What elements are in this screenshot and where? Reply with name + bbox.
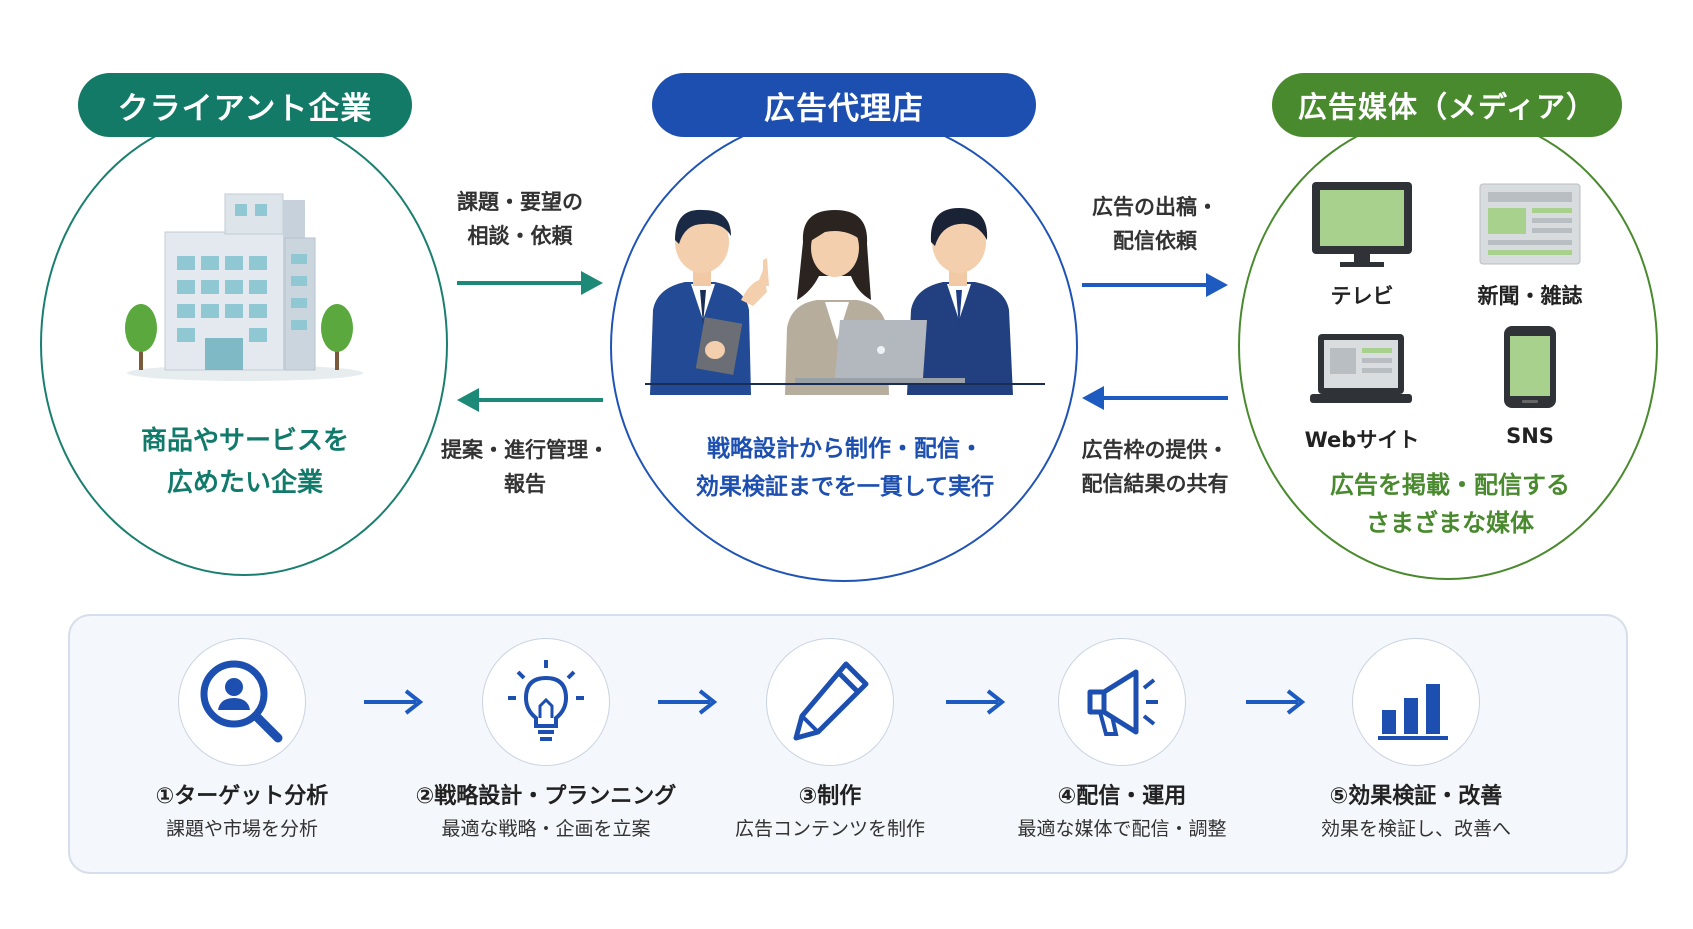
agency-title-pill: 広告代理店 [652, 73, 1036, 137]
agency-desc: 戦略設計から制作・配信・ 効果検証までを一貫して実行 [640, 430, 1050, 506]
step-arrow-3 [946, 689, 1006, 715]
flow-label-client-to-agency: 課題・要望の 相談・依頼 [430, 185, 610, 253]
client-desc: 商品やサービスを 広めたい企業 [90, 420, 400, 504]
client-desc-line2: 広めたい企業 [166, 468, 323, 498]
lightbulb-icon [508, 660, 584, 741]
client-title-pill: クライアント企業 [78, 73, 412, 137]
arrow-left-teal [457, 388, 603, 412]
megaphone-icon [1087, 669, 1158, 736]
client-desc-line1: 商品やサービスを [140, 426, 349, 456]
flow-client-to-agency-line1: 課題・要望の [457, 190, 583, 214]
agency-desc-line2: 効果検証までを一貫して実行 [695, 474, 995, 500]
arrow-right-blue [1082, 273, 1228, 297]
step-2-desc: 最適な戦略・企画を立案 [441, 818, 651, 840]
media-title-pill: 広告媒体（メディア） [1272, 73, 1622, 137]
flow-label-agency-to-media: 広告の出稿・ 配信依頼 [1070, 190, 1240, 258]
flow-agency-to-client-line2: 報告 [504, 472, 546, 496]
step-3-title: ③制作 [798, 784, 862, 809]
media-desc-line2: さまざまな媒体 [1366, 509, 1534, 537]
step-3-circle [766, 638, 894, 766]
agency-title: 広告代理店 [764, 90, 924, 127]
step-arrow-1 [364, 689, 424, 715]
arrow-left-blue [1082, 386, 1228, 410]
media-label-tv: テレビ [1330, 284, 1394, 308]
flow-label-agency-to-client: 提案・進行管理・ 報告 [430, 433, 620, 501]
step-3-desc: 広告コンテンツを制作 [734, 818, 925, 840]
step-arrow-4 [1246, 689, 1306, 715]
media-desc-line1: 広告を掲載・配信する [1330, 471, 1570, 499]
agency-desc-line1: 戦略設計から制作・配信・ [707, 436, 983, 462]
newspaper-icon [1479, 183, 1581, 265]
arrow-right-teal [457, 271, 603, 295]
media-label-website: Webサイト [1304, 428, 1420, 452]
pencil-icon [793, 661, 869, 741]
step-1-title: ①ターゲット分析 [155, 784, 329, 809]
smartphone-icon [1504, 326, 1556, 408]
step-5-desc: 効果を検証し、改善へ [1320, 818, 1511, 840]
step-arrow-2 [658, 689, 718, 715]
user-search-icon [200, 660, 283, 743]
flow-agency-to-media-line2: 配信依頼 [1113, 229, 1197, 253]
step-4-desc: 最適な媒体で配信・調整 [1017, 818, 1227, 840]
laptop-icon [1310, 334, 1412, 403]
step-5-title: ⑤効果検証・改善 [1329, 784, 1503, 809]
client-title: クライアント企業 [117, 90, 373, 127]
step-2-title: ②戦略設計・プランニング [415, 784, 677, 809]
flow-agency-to-client-line1: 提案・進行管理・ [441, 438, 609, 462]
flow-label-media-to-agency: 広告枠の提供・ 配信結果の共有 [1060, 433, 1250, 501]
flow-client-to-agency-line2: 相談・依頼 [467, 224, 573, 248]
step-1-circle [178, 638, 306, 766]
office-building-icon [125, 193, 363, 381]
tv-icon [1312, 182, 1412, 267]
business-team-illustration [645, 208, 1045, 395]
media-label-newspaper: 新聞・雑誌 [1477, 284, 1583, 308]
step-4-title: ④配信・運用 [1057, 784, 1187, 809]
step-2-circle [482, 638, 610, 766]
media-label-sns: SNS [1506, 424, 1554, 448]
bar-chart-icon [1378, 684, 1448, 740]
step-4-circle [1058, 638, 1186, 766]
flow-media-to-agency-line1: 広告枠の提供・ [1081, 438, 1229, 462]
flow-agency-to-media-line1: 広告の出稿・ [1092, 195, 1218, 219]
step-1-desc: 課題や市場を分析 [165, 818, 318, 840]
media-desc: 広告を掲載・配信する さまざまな媒体 [1280, 466, 1620, 542]
step-5-circle [1352, 638, 1480, 766]
media-title: 広告媒体（メディア） [1298, 90, 1596, 124]
flow-media-to-agency-line2: 配信結果の共有 [1081, 472, 1229, 496]
